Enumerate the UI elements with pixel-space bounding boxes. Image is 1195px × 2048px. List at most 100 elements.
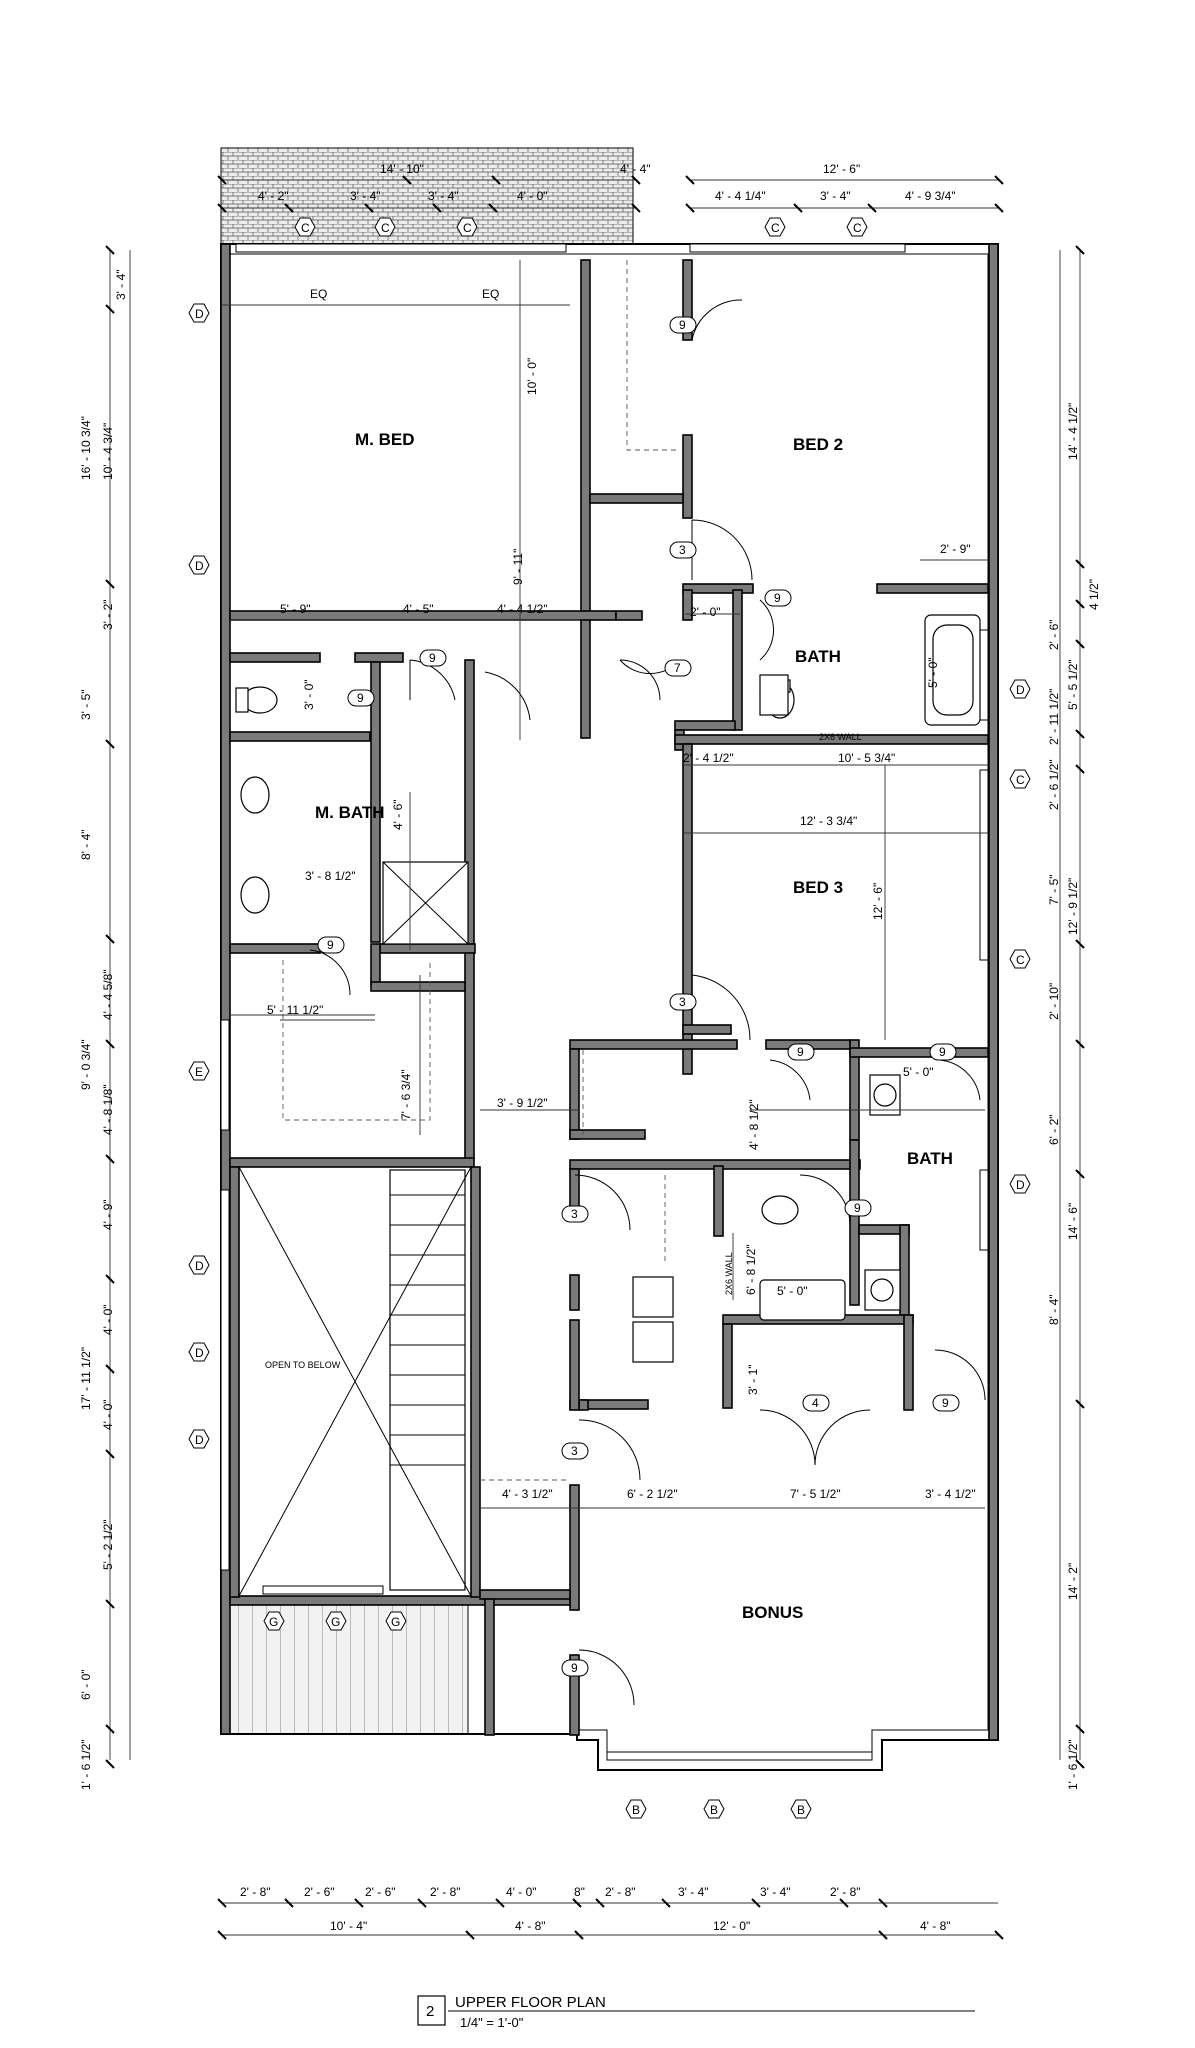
exterior-walls bbox=[220, 243, 999, 1771]
svg-text:D: D bbox=[1016, 683, 1025, 697]
dim-text: 16' - 10 3/4" bbox=[79, 416, 93, 480]
dim-text: 4' - 4 5/8" bbox=[101, 969, 115, 1020]
dim-text: 2' - 8" bbox=[830, 1885, 861, 1899]
dim-text: 3' - 4" bbox=[428, 189, 459, 203]
dim-text: 12' - 0" bbox=[713, 1919, 750, 1933]
dim-text: 3' - 4" bbox=[820, 189, 851, 203]
dim-text: 12' - 9 1/2" bbox=[1066, 878, 1080, 935]
door-tag-9: 9 bbox=[347, 689, 375, 707]
window-tag-b: B bbox=[790, 1799, 812, 1819]
window-tag-d: D bbox=[188, 303, 210, 323]
dimension-lines bbox=[109, 179, 1081, 1936]
door-tag-9: 9 bbox=[764, 589, 792, 607]
svg-text:D: D bbox=[195, 1346, 204, 1360]
svg-text:3: 3 bbox=[571, 1444, 578, 1458]
room-bonus: BONUS bbox=[742, 1603, 803, 1622]
svg-text:C: C bbox=[381, 221, 390, 235]
svg-text:G: G bbox=[331, 1615, 340, 1629]
window-tag-c: C bbox=[764, 217, 786, 237]
room-m-bed: M. BED bbox=[355, 430, 415, 449]
room-bath-1: BATH bbox=[795, 647, 841, 666]
svg-text:9: 9 bbox=[429, 651, 436, 665]
dim-text: 4' - 8" bbox=[920, 1919, 951, 1933]
dim-text: 5' - 11 1/2" bbox=[267, 1003, 323, 1017]
window-tag-c: C bbox=[1009, 769, 1031, 789]
dim-text: 7' - 5" bbox=[1047, 874, 1061, 905]
door-tag-3: 3 bbox=[669, 541, 697, 559]
horizontal-dimension-text: 14' - 10" 4' - 4" 12' - 6" 4' - 2" 3' - … bbox=[240, 162, 976, 1933]
door-tag-9: 9 bbox=[787, 1043, 815, 1061]
dim-text: 4' - 2" bbox=[258, 189, 289, 203]
dim-text: 14' - 6" bbox=[1066, 1203, 1080, 1240]
dim-text: 4' - 9" bbox=[101, 1199, 115, 1230]
dim-text: 10' - 4 3/4" bbox=[101, 423, 115, 480]
dim-text: 2' - 6" bbox=[1047, 619, 1061, 650]
dimension-ticks bbox=[105, 175, 1085, 1940]
dim-text: 4' - 4 1/4" bbox=[715, 189, 766, 203]
dim-text: 2' - 8" bbox=[240, 1885, 271, 1899]
door-tag-7: 7 bbox=[664, 659, 692, 677]
door-tag-9: 9 bbox=[317, 936, 345, 954]
dim-text: 3' - 1" bbox=[746, 1364, 760, 1395]
room-bed-2: BED 2 bbox=[793, 435, 843, 454]
window-tags: C C C C C D D E D D D D C C D B B B G G … bbox=[188, 217, 1031, 1819]
window-tag-g: G bbox=[263, 1611, 285, 1631]
dim-text: EQ bbox=[310, 287, 327, 301]
dim-text: 3' - 4" bbox=[678, 1885, 709, 1899]
window-tag-c: C bbox=[374, 217, 396, 237]
drawing-number: 2 bbox=[426, 2003, 434, 2020]
door-tag-4: 4 bbox=[802, 1394, 830, 1412]
room-labels: M. BED BED 2 BATH M. BATH BED 3 BATH BON… bbox=[265, 430, 953, 1622]
svg-text:C: C bbox=[1016, 953, 1025, 967]
svg-text:9: 9 bbox=[774, 591, 781, 605]
svg-text:D: D bbox=[195, 307, 204, 321]
door-tag-9: 9 bbox=[669, 316, 697, 334]
dim-text: 4' - 4 1/2" bbox=[497, 602, 548, 616]
dim-text: 4' - 4" bbox=[620, 162, 651, 176]
dim-text: 7' - 6 3/4" bbox=[399, 1069, 413, 1120]
svg-text:3: 3 bbox=[571, 1207, 578, 1221]
door-tag-3: 3 bbox=[561, 1205, 589, 1223]
drawing-scale: 1/4" = 1'-0" bbox=[460, 2015, 524, 2030]
open-to-below-label: OPEN TO BELOW bbox=[265, 1360, 341, 1370]
svg-text:9: 9 bbox=[797, 1045, 804, 1059]
window-tag-b: B bbox=[703, 1799, 725, 1819]
svg-text:C: C bbox=[853, 221, 862, 235]
room-m-bath: M. BATH bbox=[315, 803, 385, 822]
dim-text: 2' - 6 1/2" bbox=[1047, 759, 1061, 810]
svg-text:C: C bbox=[463, 221, 472, 235]
dim-text: 10' - 0" bbox=[525, 358, 539, 395]
svg-text:3: 3 bbox=[679, 995, 686, 1009]
window-tag-c: C bbox=[294, 217, 316, 237]
dim-text: 4' - 5" bbox=[403, 602, 434, 616]
window-tag-d: D bbox=[188, 1342, 210, 1362]
svg-text:9: 9 bbox=[854, 1201, 861, 1215]
dim-text: 3' - 4" bbox=[760, 1885, 791, 1899]
dim-text: 12' - 6" bbox=[823, 162, 860, 176]
svg-text:B: B bbox=[710, 1803, 718, 1817]
svg-text:D: D bbox=[195, 1433, 204, 1447]
dim-text: 3' - 5" bbox=[79, 689, 93, 720]
dim-text: 9' - 0 3/4" bbox=[79, 1039, 93, 1090]
door-tag-9: 9 bbox=[932, 1394, 960, 1412]
window-tag-e: E bbox=[188, 1061, 210, 1081]
door-swings bbox=[309, 299, 986, 1706]
window-tag-c: C bbox=[456, 217, 478, 237]
dim-text: 3' - 0" bbox=[302, 679, 316, 710]
door-tag-9: 9 bbox=[844, 1199, 872, 1217]
door-tag-9: 9 bbox=[561, 1659, 589, 1677]
dim-text: 4' - 3 1/2" bbox=[502, 1487, 553, 1501]
dim-text: 1' - 6 1/2" bbox=[1066, 1739, 1080, 1790]
dim-text: 2' - 10" bbox=[1047, 983, 1061, 1020]
dim-text: 9' - 11" bbox=[511, 549, 525, 585]
dim-text: 2' - 8" bbox=[430, 1885, 461, 1899]
door-tag-9: 9 bbox=[929, 1043, 957, 1061]
dim-text: 2' - 9" bbox=[940, 542, 971, 556]
dim-text: 6' - 2 1/2" bbox=[627, 1487, 678, 1501]
svg-text:C: C bbox=[1016, 773, 1025, 787]
svg-text:9: 9 bbox=[942, 1396, 949, 1410]
svg-text:7: 7 bbox=[674, 661, 681, 675]
svg-text:4: 4 bbox=[812, 1396, 819, 1410]
dim-text: 4' - 0" bbox=[517, 189, 548, 203]
